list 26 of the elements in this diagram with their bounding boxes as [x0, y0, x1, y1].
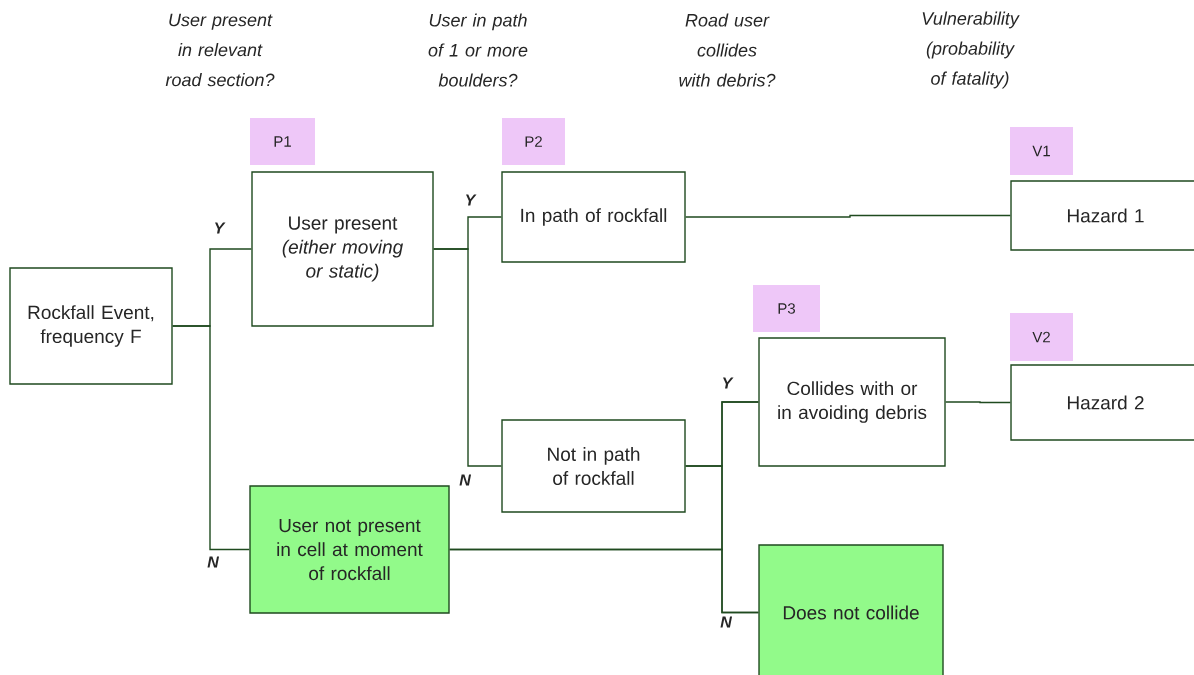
tag-box: P1	[250, 118, 315, 165]
process-box: User present (either moving or static)	[251, 171, 434, 327]
edge-label: N	[206, 555, 220, 569]
process-box: Hazard 1	[1010, 180, 1194, 251]
outcome-box: User not present in cell at moment of rockfall	[249, 485, 450, 614]
edge-label: Y	[212, 221, 226, 235]
process-box: Hazard 2	[1010, 364, 1194, 441]
connector	[433, 248, 502, 467]
connector	[449, 548, 759, 614]
tag-box: P2	[502, 118, 565, 165]
process-box: Collides with or in avoiding debris	[758, 337, 946, 467]
tag-box: V2	[1010, 313, 1073, 361]
tag-box: P3	[753, 285, 820, 332]
process-box: Rockfall Event, frequency F	[9, 267, 173, 385]
process-box: In path of rockfall	[501, 171, 686, 263]
outcome-box: Does not collide	[758, 544, 944, 675]
connector	[945, 401, 1011, 404]
process-box: Not in path of rockfall	[501, 419, 686, 513]
edge-label: N	[719, 615, 733, 629]
connector	[685, 214, 1011, 218]
connector	[172, 325, 250, 551]
edge-label: Y	[463, 193, 477, 207]
edge-label: N	[458, 473, 472, 487]
column-heading: Road user collides with debris?	[679, 13, 776, 87]
edge-label: Y	[720, 376, 734, 390]
tag-box: V1	[1010, 127, 1073, 175]
